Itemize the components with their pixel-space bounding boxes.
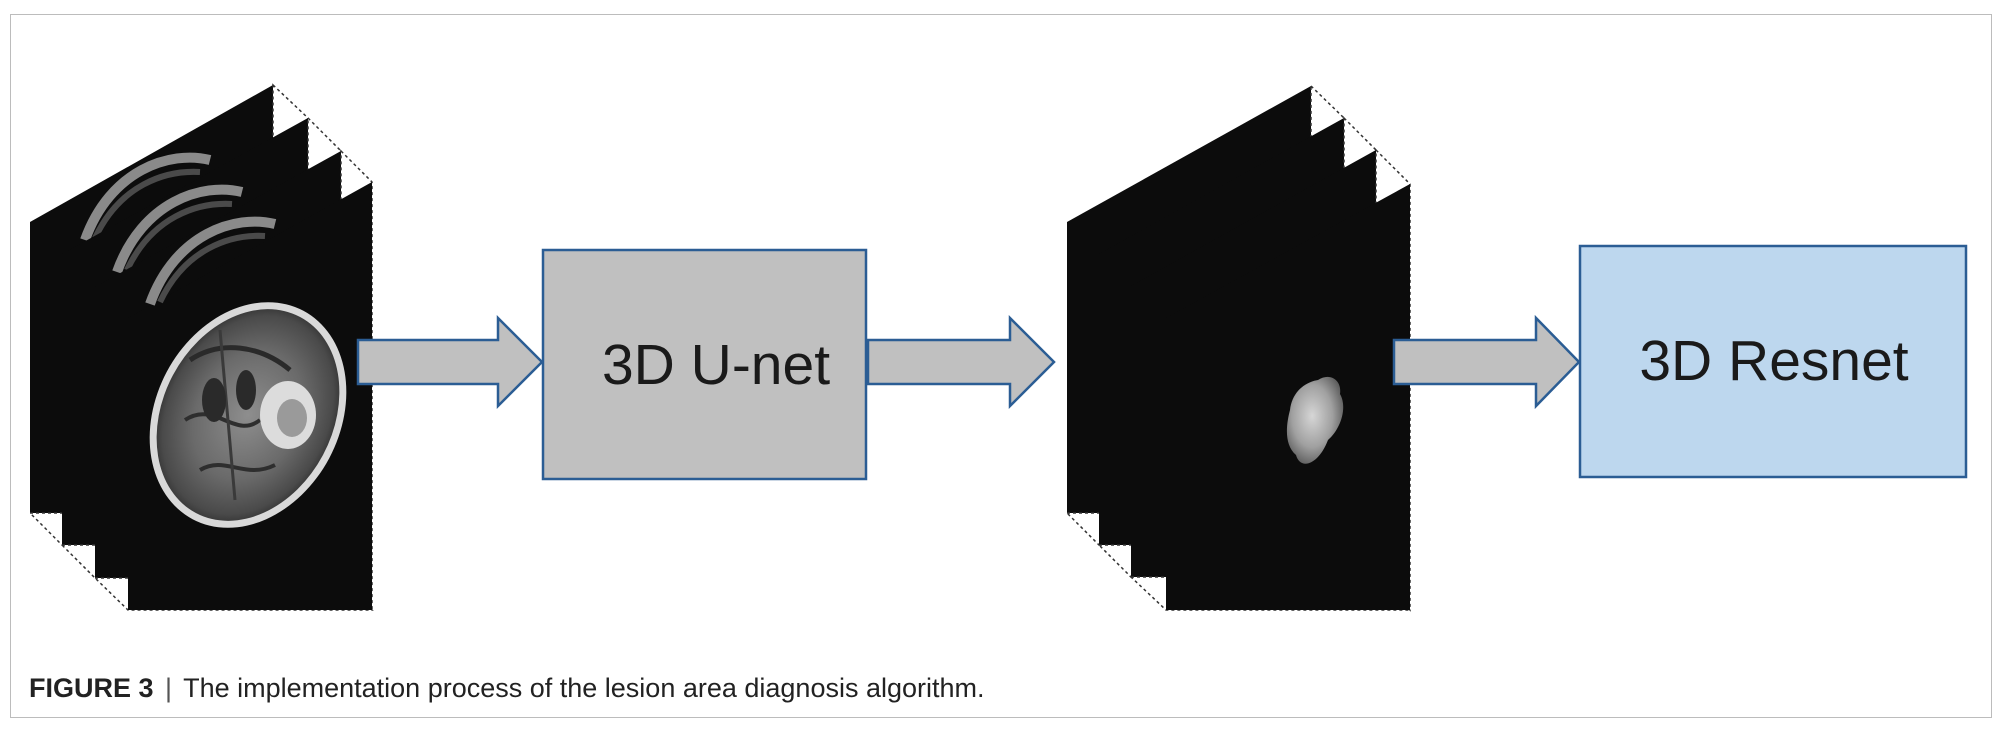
caption-text: The implementation process of the lesion…	[183, 673, 985, 703]
figure-label: FIGURE 3	[29, 673, 154, 703]
flow-arrow-2	[866, 314, 1056, 410]
caption-separator: |	[165, 673, 173, 703]
figure-caption: FIGURE 3 | The implementation process of…	[29, 673, 985, 704]
segmented-lesion	[1286, 376, 1344, 464]
mask-slice-front	[1129, 148, 1412, 612]
unet-node: 3D U-net	[541, 248, 868, 481]
lesion-mask-stack	[1065, 84, 1412, 612]
figure-frame	[10, 14, 1992, 718]
resnet-box	[1578, 244, 1968, 479]
unet-label: 3D U-net	[602, 333, 830, 397]
resnet-label: 3D Resnet	[1639, 329, 1908, 393]
unet-box	[541, 248, 868, 481]
flow-arrow-3	[1392, 314, 1581, 410]
mri-slice-stack	[28, 83, 374, 612]
flow-arrow-1	[356, 314, 544, 410]
brain-mri-image	[149, 302, 347, 528]
resnet-node: 3D Resnet	[1578, 244, 1968, 479]
mri-slice-front	[93, 149, 374, 612]
